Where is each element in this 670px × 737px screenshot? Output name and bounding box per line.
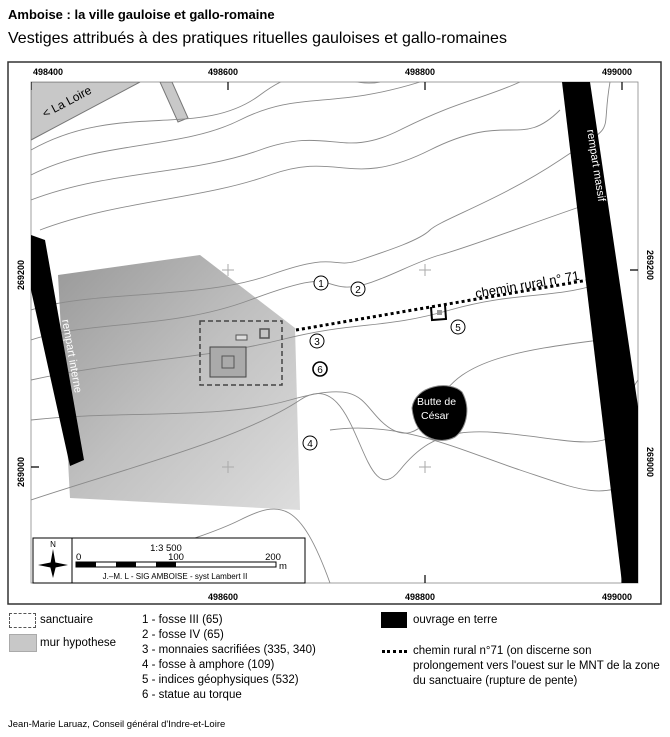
legend-item: 4 - fosse à amphore (109): [142, 659, 275, 671]
legend-ouvrage: ouvrage en terre: [413, 614, 498, 626]
legend-item: 3 - monnaies sacrifiées (335, 340): [142, 644, 316, 656]
rempart-interne: [31, 235, 84, 466]
scale-tick: 0: [76, 552, 81, 563]
mnt-hillshade: [58, 255, 300, 510]
x-tick-label: 498800: [405, 592, 435, 602]
map-supertitle: Amboise : la ville gauloise et gallo-rom…: [8, 7, 275, 22]
y-tick-label: 269200: [645, 250, 655, 280]
x-tick-label: 498800: [405, 67, 435, 77]
marker-1: 1: [318, 279, 324, 290]
sanctuary-outline: [199, 320, 283, 386]
geophysics-square: [437, 310, 442, 315]
legend-swatch-sanctuaire: [9, 613, 36, 628]
legend-sanctuaire: sanctuaire: [40, 614, 94, 626]
river-channel: [159, 82, 189, 123]
scale-tick: 100: [168, 552, 184, 563]
sanctuary-building: [209, 346, 247, 378]
sanctuary-structure: [235, 334, 248, 341]
y-tick-label: 269000: [645, 447, 655, 477]
marker-6: 6: [317, 365, 323, 376]
x-tick-label: 499000: [602, 67, 632, 77]
rempart-massif: [562, 82, 638, 583]
map-title: Vestiges attribués à des pratiques ritue…: [8, 30, 507, 47]
y-tick-label: 269200: [16, 260, 26, 290]
legend-swatch-mur: [9, 634, 37, 652]
sanctuary-structure-2: [259, 328, 270, 339]
grid-crosses: [222, 264, 431, 473]
x-tick-label: 498600: [208, 592, 238, 602]
geophysics-marker: [430, 304, 448, 322]
legend-site-list: 1 - fosse III (65) 2 - fosse IV (65) 3 -…: [142, 613, 316, 703]
scale-box: N 1:3 500 0 100 200 m J.–M. L - SIG AMBO…: [32, 537, 306, 584]
marker-3: 3: [314, 337, 320, 348]
compass-rose-icon: [38, 549, 68, 578]
marker-5: 5: [455, 323, 461, 334]
x-tick-label: 499000: [602, 592, 632, 602]
y-tick-label: 269000: [16, 457, 26, 487]
legend-swatch-ouvrage: [381, 612, 407, 628]
north-label: N: [50, 540, 56, 549]
legend-item: 1 - fosse III (65): [142, 614, 223, 626]
scale-credit: J.–M. L - SIG AMBOISE - syst Lambert II: [103, 572, 248, 581]
butte-label: Butte de: [417, 396, 456, 408]
site-markers: 1 2 3 4 5 6: [302, 275, 466, 451]
legend-swatch-chemin: [382, 650, 407, 653]
x-tick-label: 498400: [33, 67, 63, 77]
map: 498400 498600 498800 499000 498600 49880…: [7, 61, 662, 605]
legend-chemin: chemin rural n°71 (on discerne son prolo…: [413, 645, 660, 687]
legend-item: 5 - indices géophysiques (532): [142, 674, 299, 686]
butte-label: César: [421, 410, 450, 422]
legend-item: 2 - fosse IV (65): [142, 629, 224, 641]
x-tick-label: 498600: [208, 67, 238, 77]
loire-river: [31, 82, 141, 141]
scale-tick: 200: [265, 552, 281, 563]
scale-ratio: 1:3 500: [150, 543, 182, 554]
butte-de-cesar: [411, 385, 468, 441]
sanctuary-cella: [221, 355, 235, 369]
credit: Jean-Marie Laruaz, Conseil général d'Ind…: [8, 719, 226, 730]
marker-2: 2: [355, 285, 361, 296]
scale-unit: m: [279, 561, 287, 572]
legend-mur: mur hypothese: [40, 637, 117, 649]
marker-4: 4: [307, 439, 313, 450]
legend-item: 6 - statue au torque: [142, 689, 242, 701]
